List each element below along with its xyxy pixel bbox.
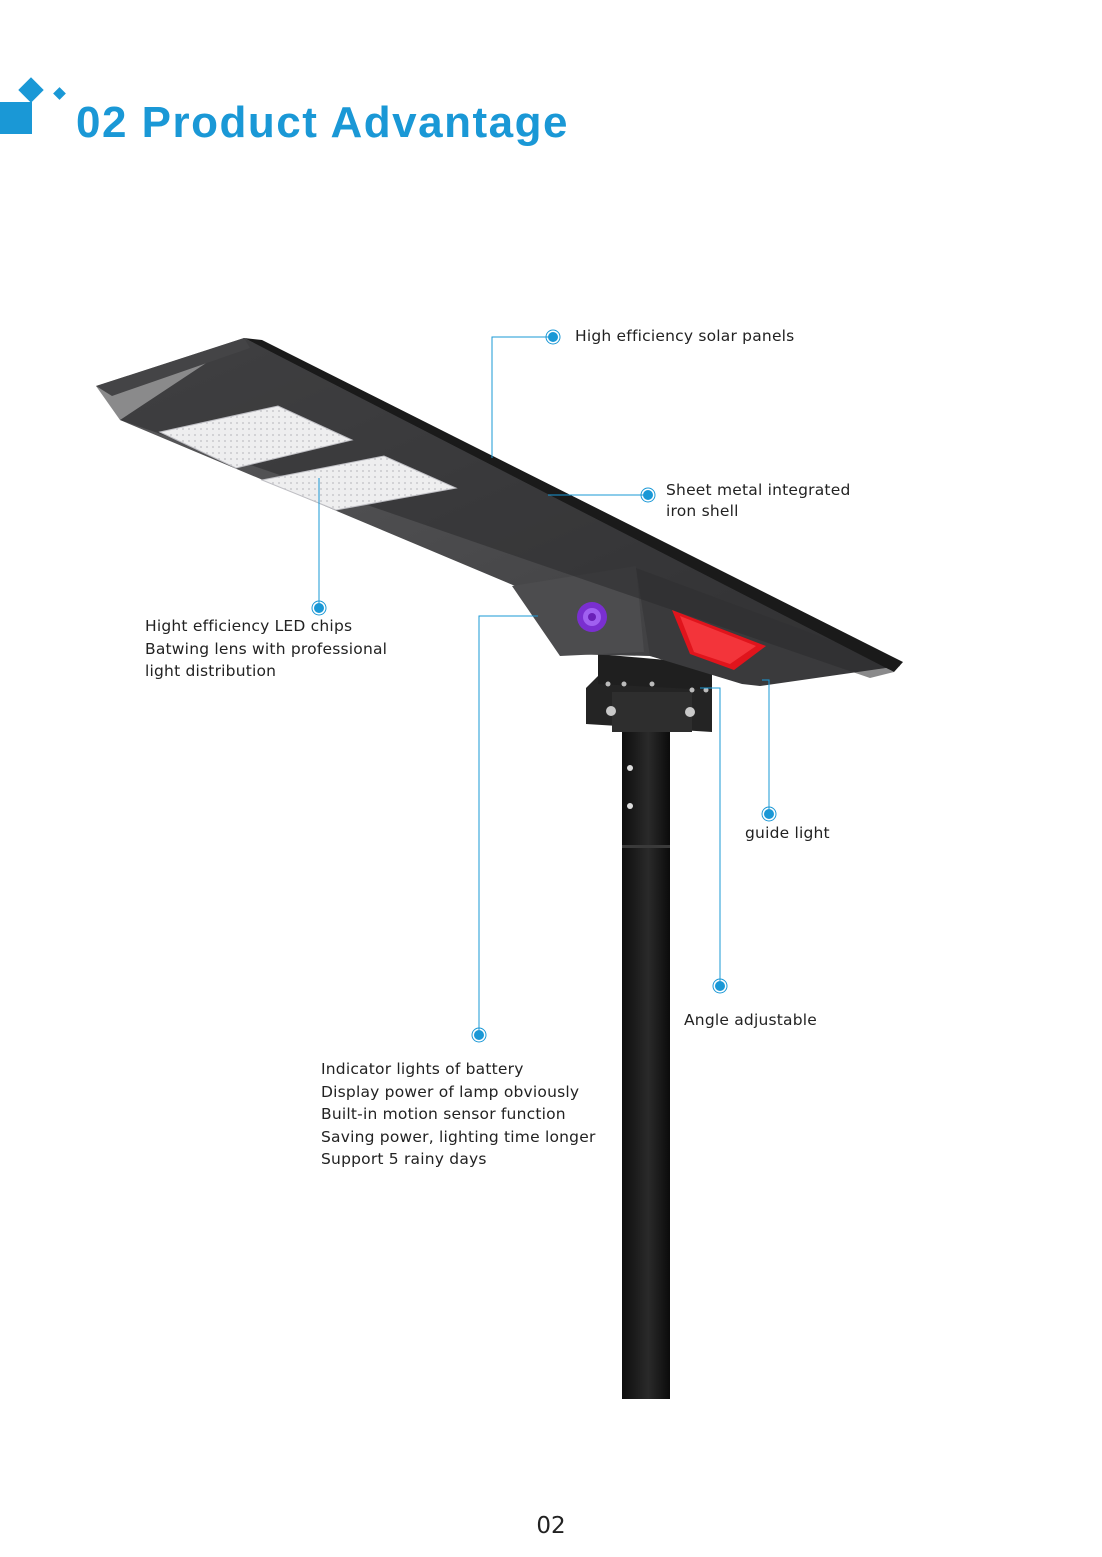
- callout-line: Angle adjustable: [684, 1011, 818, 1029]
- callout-line: Batwing lens with professional: [145, 639, 388, 658]
- callout-line: guide light: [745, 824, 830, 842]
- callout-line: Built-in motion sensor function: [321, 1105, 566, 1123]
- callout-line: iron shell: [666, 501, 739, 520]
- solar-panel: [244, 338, 903, 672]
- led-module-2: [260, 455, 458, 511]
- callout-iron-shell: Sheet metal integrated iron shell: [666, 479, 851, 522]
- led-module-1: [158, 405, 354, 469]
- callout-angle-adjustable: Angle adjustable: [684, 1009, 817, 1032]
- pole: [622, 728, 670, 1399]
- callout-line: light distribution: [145, 662, 277, 680]
- callout-line: High efficiency solar panels: [575, 327, 795, 345]
- callout-line: Support 5 rainy days: [321, 1150, 487, 1168]
- page-title: 02 Product Advantage: [76, 98, 569, 147]
- callout-led-chips: Hight efficiency LED chips Batwing lens …: [145, 615, 387, 683]
- target-dot-icon: [545, 329, 561, 345]
- callout-dots: [311, 329, 777, 1043]
- callout-line: Display power of lamp obviously: [321, 1082, 580, 1101]
- callout-line: Indicator lights of battery: [321, 1060, 524, 1078]
- page-number: 02: [536, 1513, 566, 1539]
- target-dot-icon: [712, 978, 728, 994]
- target-dot-icon: [640, 487, 656, 503]
- callout-line: Sheet metal integrated: [666, 481, 851, 499]
- target-dot-icon: [311, 600, 327, 616]
- callout-battery-indicator: Indicator lights of battery Display powe…: [321, 1058, 596, 1171]
- target-dot-icon: [761, 806, 777, 822]
- callout-line: Hight efficiency LED chips: [145, 617, 353, 635]
- callout-line: Saving power, lighting time longer: [321, 1127, 596, 1146]
- callout-solar-panels: High efficiency solar panels: [575, 325, 794, 348]
- target-dot-icon: [471, 1027, 487, 1043]
- callout-guide-light: guide light: [745, 822, 830, 845]
- diamond-squares-icon: [0, 77, 66, 134]
